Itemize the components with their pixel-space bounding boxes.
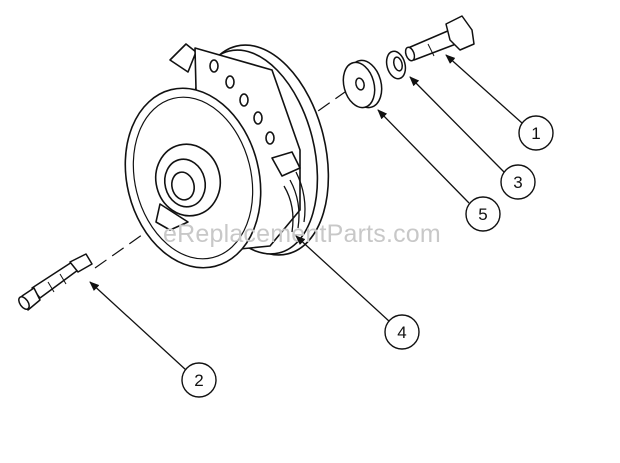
leader-lines [89, 54, 523, 371]
watermark-text: eReplacementParts.com [163, 220, 441, 248]
clutch-assembly [124, 43, 330, 269]
callout-3-label: 3 [513, 173, 522, 192]
lock-washer-part-3 [385, 50, 407, 80]
leader-4 [295, 235, 391, 323]
leader-2 [89, 281, 187, 371]
callout-3: 3 [500, 164, 536, 200]
leader-3 [409, 76, 505, 173]
callout-2-label: 2 [194, 371, 203, 390]
callout-5-label: 5 [478, 205, 487, 224]
callout-4: 4 [384, 314, 420, 350]
callout-5: 5 [465, 196, 501, 232]
callout-2: 2 [181, 362, 217, 398]
stud-part-2 [18, 253, 93, 311]
leader-1 [445, 54, 523, 124]
callout-1-label: 1 [531, 124, 540, 143]
callout-1: 1 [518, 115, 554, 151]
flat-washer-part-5 [342, 59, 383, 109]
leader-5 [377, 109, 470, 204]
bolt-part-1 [404, 15, 475, 62]
callout-4-label: 4 [397, 323, 406, 342]
